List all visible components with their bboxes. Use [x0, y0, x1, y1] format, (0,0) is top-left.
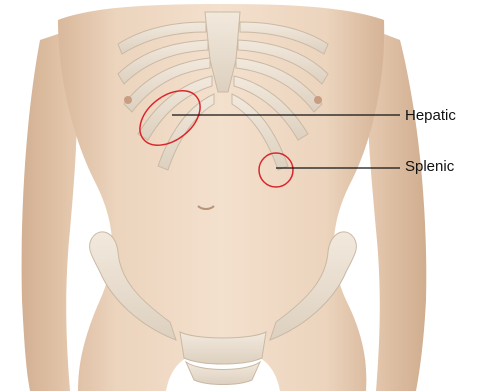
left-nipple [124, 96, 132, 104]
hepatic-label: Hepatic [405, 108, 456, 123]
splenic-label: Splenic [405, 159, 454, 174]
right-nipple [314, 96, 322, 104]
